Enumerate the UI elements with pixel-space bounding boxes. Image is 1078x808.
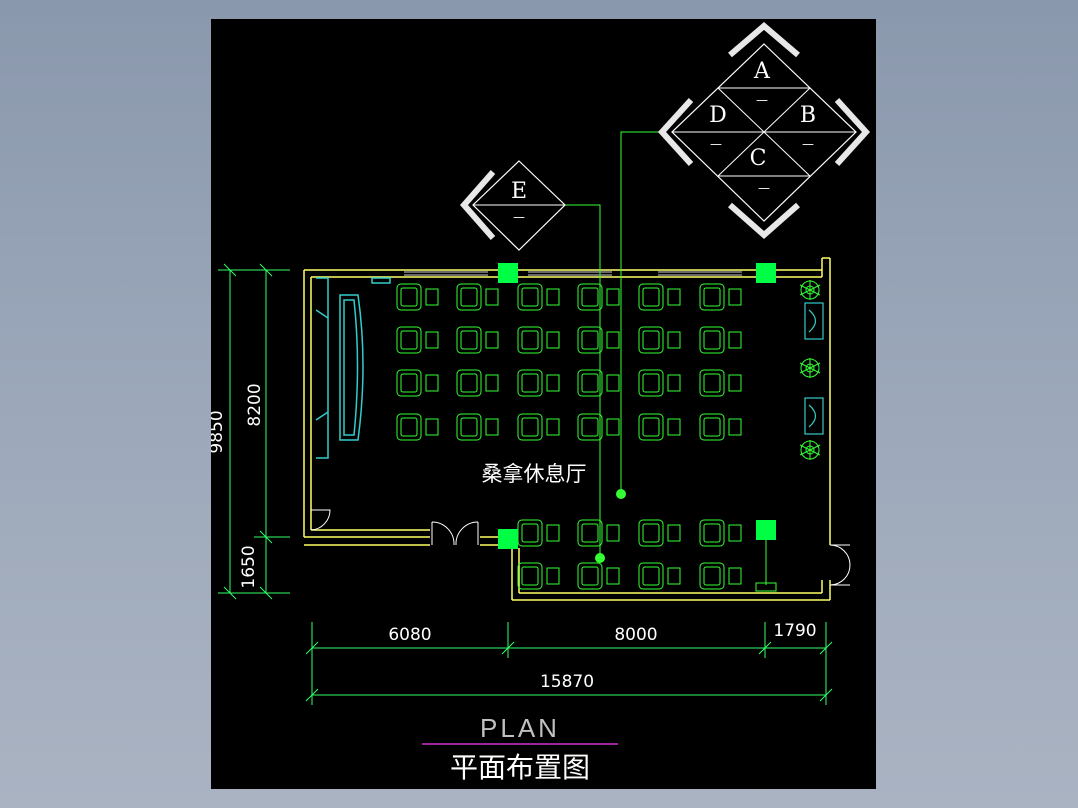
elevation-sub-c: — xyxy=(758,181,770,195)
lounge-chair xyxy=(517,326,560,354)
elevation-sub-d: — xyxy=(710,137,722,151)
dimension-1790: 1790 xyxy=(773,621,816,641)
door-double-left xyxy=(431,521,455,546)
elevation-label-d: D xyxy=(709,103,727,128)
lounge-chair xyxy=(699,283,742,311)
lounge-chair xyxy=(699,519,742,547)
dimension-9850: 9850 xyxy=(211,410,227,453)
leader-dot-e xyxy=(595,553,605,563)
lounge-chair xyxy=(517,562,560,590)
lounge-chair xyxy=(517,413,560,441)
floor-plan-svg: E — A — B — C — D — 桑拿休息厅 9850 8200 1650 xyxy=(211,22,871,784)
door-right-bottom xyxy=(829,564,851,586)
lounge-chair xyxy=(396,326,439,354)
lounge-chair xyxy=(456,413,499,441)
plant-2 xyxy=(799,358,821,378)
lounge-chair xyxy=(456,369,499,397)
leader-dot-abcd xyxy=(616,489,626,499)
door-double-right xyxy=(455,521,479,546)
lounge-chair xyxy=(577,369,620,397)
elevation-label-c: C xyxy=(750,146,767,171)
elevation-label-a: A xyxy=(753,59,771,84)
column-4-stand xyxy=(755,540,777,592)
column-3 xyxy=(498,529,518,549)
plan-label: PLAN xyxy=(480,713,560,743)
counter xyxy=(315,277,391,459)
cad-drawing-canvas: E — A — B — C — D — 桑拿休息厅 9850 8200 1650 xyxy=(211,19,876,789)
lounge-chair xyxy=(456,283,499,311)
horizontal-dimensions xyxy=(305,622,833,705)
lounge-chair xyxy=(638,562,681,590)
washbasin-2 xyxy=(804,397,824,435)
dimension-6080: 6080 xyxy=(388,625,431,645)
elevation-sub-b: — xyxy=(802,137,814,151)
windows xyxy=(404,271,742,276)
doors xyxy=(310,509,851,586)
door-left-swing xyxy=(310,509,331,531)
column-1 xyxy=(498,263,518,283)
plant-3 xyxy=(799,440,821,460)
lounge-chair xyxy=(396,369,439,397)
lounge-chair xyxy=(577,562,620,590)
lounge-chair xyxy=(456,326,499,354)
lounge-chairs-lower xyxy=(517,519,742,590)
columns xyxy=(498,263,776,549)
lounge-chair xyxy=(396,283,439,311)
elevation-sub-a: — xyxy=(756,93,768,107)
dimension-15870: 15870 xyxy=(540,672,594,692)
room-walls xyxy=(303,257,831,601)
lounge-chair xyxy=(577,283,620,311)
dimension-8000: 8000 xyxy=(614,625,657,645)
lounge-chair xyxy=(517,283,560,311)
washbasin-1 xyxy=(804,302,824,340)
dimension-1650: 1650 xyxy=(239,545,259,588)
room-name: 桑拿休息厅 xyxy=(482,462,587,486)
lounge-chairs-upper xyxy=(396,283,742,441)
vertical-dimensions xyxy=(218,263,290,600)
lounge-chair xyxy=(699,369,742,397)
lounge-chair xyxy=(638,413,681,441)
lounge-chair xyxy=(638,519,681,547)
elevation-symbol-abcd xyxy=(657,22,871,240)
right-wall-furniture xyxy=(799,280,824,460)
lounge-chair xyxy=(699,413,742,441)
elevation-sub-e: — xyxy=(513,210,525,224)
lounge-chair xyxy=(577,326,620,354)
column-2 xyxy=(756,263,776,283)
lounge-chair xyxy=(638,283,681,311)
lounge-chair xyxy=(699,562,742,590)
lounge-chair xyxy=(577,519,620,547)
lounge-chair xyxy=(396,413,439,441)
elevation-symbol-e xyxy=(460,160,566,251)
lounge-chair xyxy=(638,326,681,354)
column-4 xyxy=(756,520,776,540)
lounge-chair xyxy=(699,326,742,354)
lounge-chair xyxy=(577,413,620,441)
elevation-label-e: E xyxy=(511,179,527,204)
elevation-leaders xyxy=(565,131,665,558)
dimension-8200: 8200 xyxy=(245,383,265,426)
lounge-chair xyxy=(638,369,681,397)
door-right-top xyxy=(829,544,851,566)
lounge-chair xyxy=(517,519,560,547)
lounge-chair xyxy=(517,369,560,397)
plan-title: 平面布置图 xyxy=(450,751,590,784)
elevation-label-b: B xyxy=(800,103,816,128)
plant-1 xyxy=(799,280,821,300)
